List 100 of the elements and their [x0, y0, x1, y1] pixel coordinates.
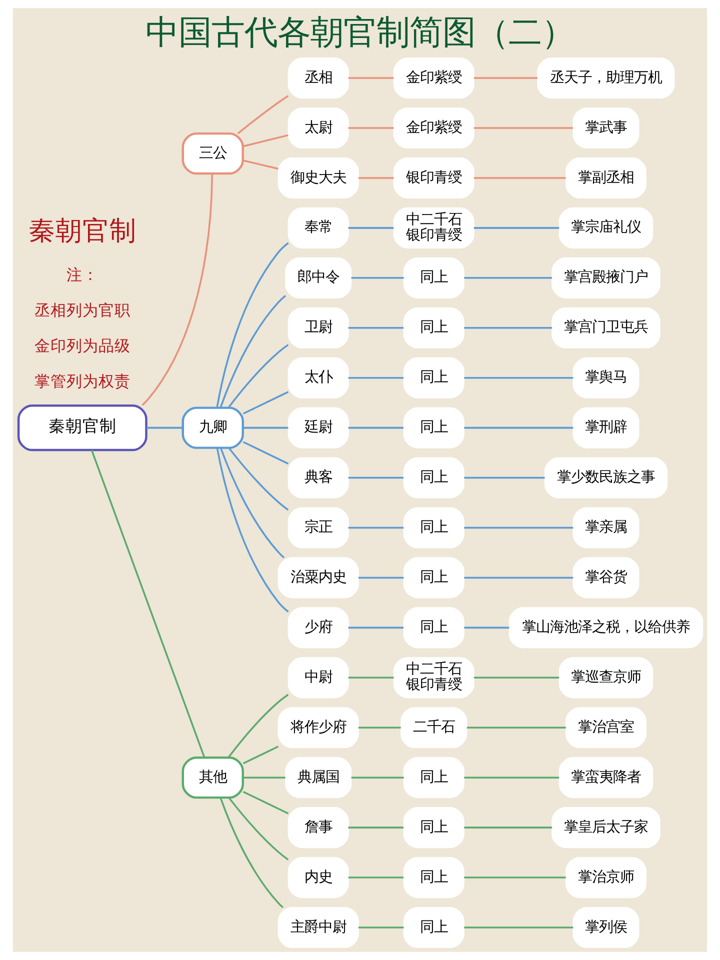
connector [474, 676, 560, 679]
node-box: 掌副丞相 [565, 157, 646, 199]
connector [348, 127, 394, 129]
node-box: 卫尉 [288, 307, 349, 348]
node-box: 少府 [288, 607, 349, 648]
node-box: 掌刑辟 [572, 407, 640, 448]
node-box: 同上 [403, 607, 464, 648]
label: 秦朝官制 [28, 215, 136, 246]
connector [142, 174, 214, 406]
label: 注： [66, 266, 98, 284]
connector [351, 776, 404, 778]
node-box: 丞天子，助理万机 [537, 58, 675, 99]
node-box: 同上 [403, 307, 464, 348]
node-box: 内史 [288, 856, 349, 898]
connector [466, 726, 566, 728]
node-box: 治粟内史 [278, 557, 359, 598]
connector [237, 95, 289, 134]
node-box: 掌治宫室 [565, 707, 646, 748]
node-box: 将作少府 [278, 707, 359, 748]
node-box: 金印紫绶 [393, 107, 474, 149]
connector [348, 426, 404, 429]
connector [464, 876, 566, 878]
connector [464, 776, 560, 778]
node-box: 同上 [403, 807, 464, 848]
node-box: 詹事 [288, 807, 349, 848]
connector [243, 776, 286, 778]
node-box: 二千石 [400, 707, 468, 748]
connector [464, 926, 574, 928]
node-box: 秦朝官制 [17, 404, 148, 452]
node-box: 九卿 [182, 406, 244, 449]
node-box: 典客 [288, 457, 349, 498]
connector [216, 242, 289, 408]
connector [464, 526, 574, 529]
connector [146, 426, 183, 429]
node-box: 掌列侯 [572, 906, 640, 948]
connector [474, 227, 560, 229]
label: 金印列为品级 [34, 336, 130, 355]
node-box: 掌巡查京师 [558, 657, 654, 698]
node-box: 奉常 [288, 207, 349, 248]
connector [358, 726, 401, 728]
connector [348, 77, 394, 79]
connector [242, 746, 279, 764]
node-box: 同上 [403, 507, 464, 548]
node-box: 中二千石 银印青绶 [393, 657, 474, 698]
node-box: 掌谷货 [572, 557, 640, 598]
node-box: 金印紫绶 [393, 58, 474, 99]
connector [242, 441, 289, 465]
node-box: 太仆 [288, 357, 349, 398]
label: 丞相列为官职 [34, 301, 130, 320]
connector [242, 790, 289, 814]
connector [348, 676, 394, 679]
node-box: 掌亲属 [572, 507, 640, 548]
node-box: 同上 [403, 906, 464, 948]
connector [90, 450, 206, 758]
connector [348, 326, 404, 329]
connector [348, 476, 404, 479]
connector [228, 797, 289, 860]
connector [220, 798, 284, 908]
connector [348, 876, 404, 878]
node-box: 丞相 [288, 58, 349, 99]
diagram-title: 中国古代各朝官制简图（二） [146, 12, 574, 52]
connector [228, 694, 289, 758]
connector [358, 576, 404, 579]
node-box: 掌皇后太子家 [552, 807, 660, 848]
connector [348, 376, 404, 379]
node-box: 太尉 [288, 107, 349, 149]
connector [242, 391, 289, 414]
node-box: 掌武事 [572, 107, 640, 149]
connector [358, 177, 394, 179]
connector [464, 626, 510, 629]
connector [464, 476, 545, 479]
node-box: 掌少数民族之事 [544, 457, 668, 498]
connector [220, 295, 286, 408]
node-box: 掌蛮夷降者 [558, 757, 654, 798]
node-box: 掌治京师 [565, 856, 646, 898]
connector [243, 134, 288, 148]
node-box: 同上 [403, 457, 464, 498]
node-box: 中二千石 银印青绶 [393, 207, 474, 248]
node-box: 典属国 [285, 757, 352, 798]
connector [464, 376, 574, 379]
connector [464, 576, 574, 579]
node-box: 同上 [403, 557, 464, 598]
node-box: 同上 [403, 407, 464, 448]
connector [474, 177, 566, 179]
label: 掌管列为权责 [34, 372, 130, 390]
node-box: 同上 [403, 357, 464, 398]
connector [228, 344, 289, 408]
node-box: 掌宫殿掖门户 [552, 257, 660, 298]
node-box: 宗正 [288, 507, 349, 548]
node-box: 同上 [403, 257, 464, 298]
connector [474, 77, 538, 79]
connector [474, 127, 573, 129]
node-box: 掌舆马 [572, 357, 640, 398]
node-box: 其他 [182, 756, 244, 799]
node-box: 同上 [403, 856, 464, 898]
node-box: 三公 [182, 132, 244, 175]
node-box: 同上 [403, 757, 464, 798]
connector [216, 448, 289, 612]
connector [348, 826, 404, 828]
connector [348, 626, 404, 629]
